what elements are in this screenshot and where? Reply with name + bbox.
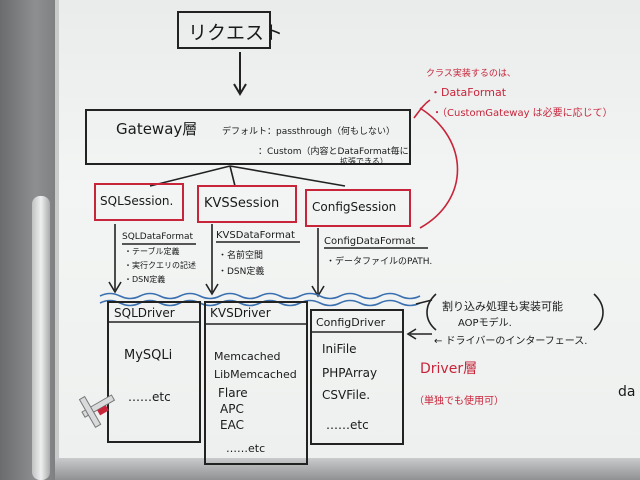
driver-kvs-item-3: Flare — [218, 386, 248, 400]
driver-config-item-1: IniFile — [322, 342, 357, 356]
sql-note-3: ・DSN定義 — [124, 275, 166, 284]
class-note-item-2: ・（CustomGateway は必要に応じて） — [432, 108, 613, 119]
class-note-item-1: ・DataFormat — [430, 86, 507, 99]
interrupt-note-line-1: 割り込み処理も実装可能 — [442, 300, 563, 313]
whiteboard-stand-pole — [32, 196, 50, 480]
sql-note-2: ・実行クエリの記述 — [124, 261, 196, 270]
driver-config-item-4: ……etc — [326, 418, 369, 432]
driver-config-item-3: CSVFile. — [322, 388, 371, 402]
driver-layer-note: （単独でも使用可） — [414, 396, 504, 407]
driver-kvs-item-2: LibMemcached — [214, 368, 297, 381]
driver-kvs-item-6: ……etc — [226, 442, 266, 455]
driver-sql-item-2: ……etc — [128, 390, 171, 404]
class-note-title: クラス実装するのは、 — [426, 69, 516, 79]
board-edge-text: da — [618, 384, 636, 400]
driver-config-item-2: PHPArray — [322, 366, 378, 380]
interrupt-note-line-3: ← ドライバーのインターフェース. — [434, 336, 588, 347]
driver-kvs-item-5: EAC — [220, 418, 244, 432]
session-kvs-label: KVSSession — [204, 196, 280, 211]
session-sql-label: SQLSession. — [100, 194, 174, 208]
gateway-title: Gateway層 — [116, 120, 198, 138]
left-panel — [0, 0, 60, 480]
driver-sql-item-1: MySQLi — [124, 348, 173, 363]
config-note-1: ・データファイルのPATH. — [326, 257, 433, 267]
kvs-format: KVSDataFormat — [216, 230, 295, 241]
whiteboard-tray — [55, 458, 640, 480]
gateway-default: デフォルト：passthrough（何もしない） — [222, 127, 395, 137]
driver-kvs-item-4: APC — [220, 402, 244, 416]
kvs-note-1: ・名前空間 — [218, 251, 264, 261]
interrupt-note-line-2: AOPモデル. — [458, 318, 512, 329]
session-config-label: ConfigSession — [312, 200, 397, 214]
driver-kvs-item-1: Memcached — [214, 350, 281, 363]
whiteboard — [55, 0, 640, 470]
driver-layer-title: Driver層 — [420, 361, 478, 377]
driver-sql-label: SQLDriver — [114, 306, 175, 320]
config-format: ConfigDataFormat — [324, 236, 416, 247]
sql-format: SQLDataFormat — [122, 232, 194, 242]
gateway-custom-1: ：Custom（内容とDataFormat毎に — [258, 147, 409, 157]
driver-kvs-label: KVSDriver — [210, 306, 271, 320]
gateway-custom-2: 拡張できる） — [340, 157, 388, 166]
sql-note-1: ・テーブル定義 — [124, 247, 180, 256]
request-label: リクエスト — [188, 22, 284, 44]
driver-config-label: ConfigDriver — [316, 316, 386, 329]
kvs-note-2: ・DSN定義 — [218, 267, 265, 277]
